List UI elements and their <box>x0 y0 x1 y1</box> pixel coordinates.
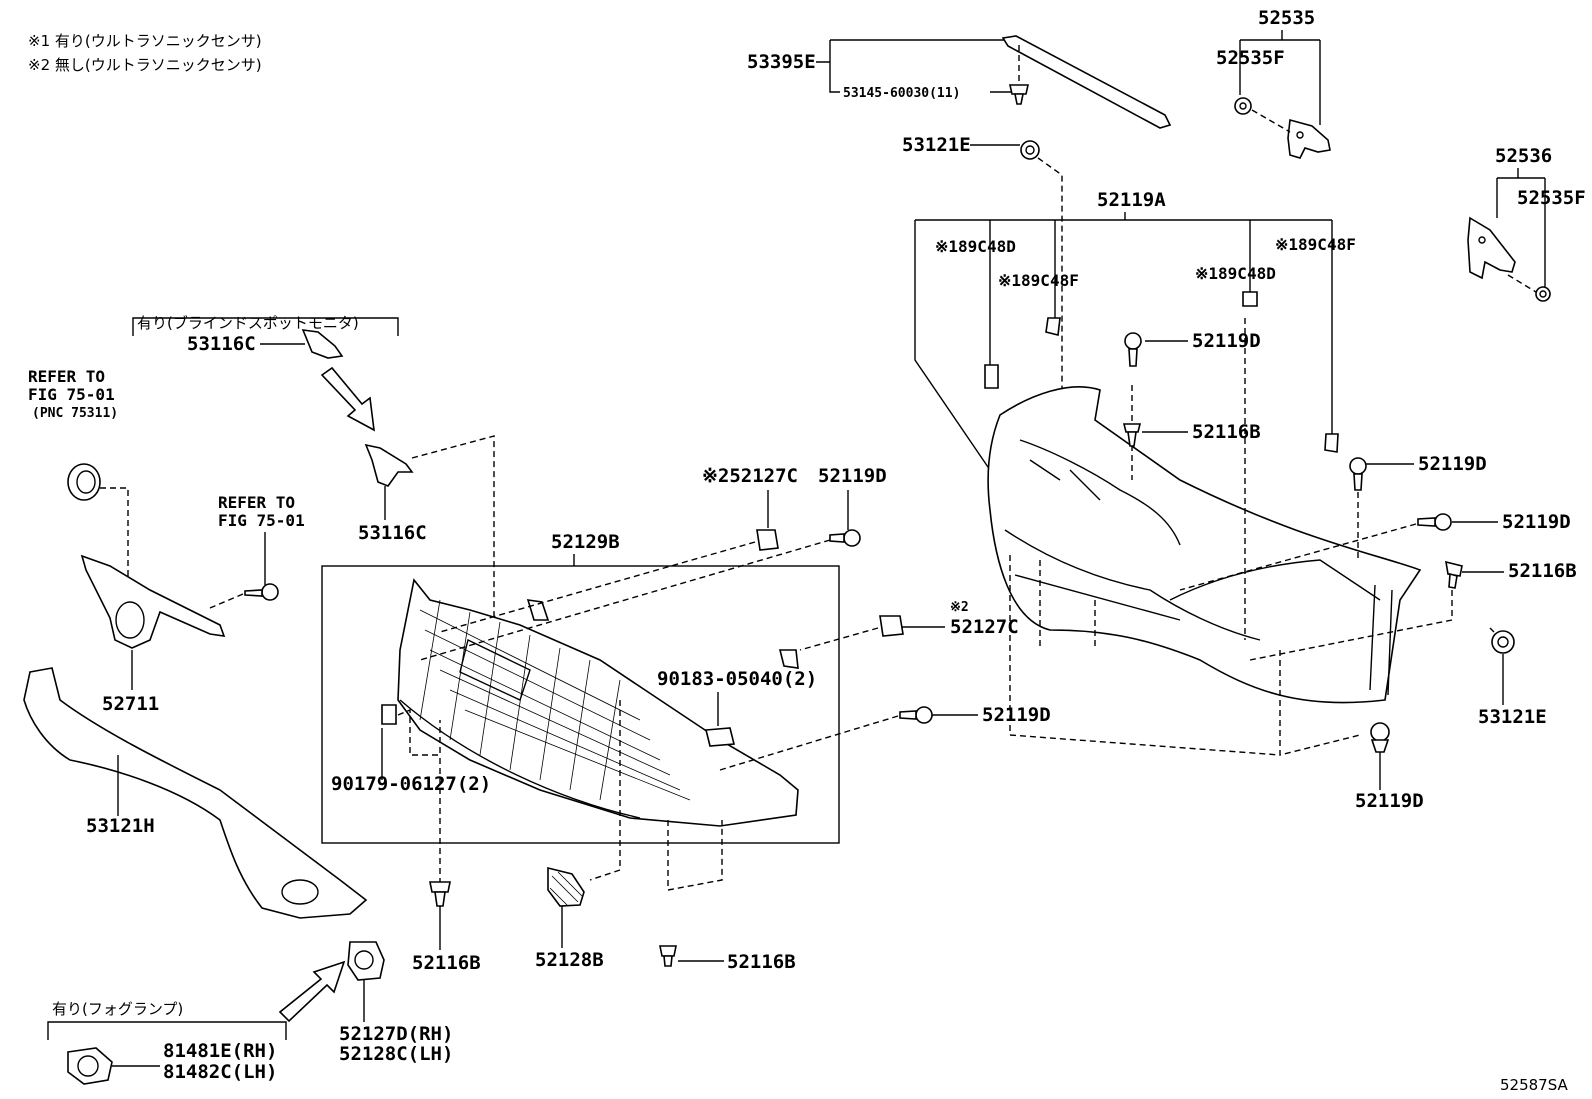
label-81481E-RH: 81481E(RH) <box>163 1040 277 1062</box>
label-52535F-top: 52535F <box>1216 47 1285 69</box>
clip-52116B-b-part <box>1445 560 1463 589</box>
note-fog-lamp: 有り(フォグランプ) <box>52 1000 183 1018</box>
clip-52116B-a-part <box>1122 423 1142 447</box>
label-52119D-a: 52119D <box>1192 330 1261 352</box>
label-52116B-a: 52116B <box>1192 421 1261 443</box>
clip-53145-part <box>1009 84 1029 105</box>
label-52127C-top: ※252127C <box>702 465 798 487</box>
sensor-retainer-89C48D-right-part <box>1242 291 1258 307</box>
note-ultrasonic-without: ※2 無し(ウルトラソニックセンサ) <box>28 56 262 74</box>
screw-52119D-top-part <box>829 529 861 547</box>
nut-52535F-top-part <box>1234 97 1252 115</box>
sensor-retainer-89C48F-left-part <box>1045 317 1061 336</box>
nut-53121E-right-part <box>1489 627 1515 654</box>
label-53395E: 53395E <box>747 51 816 73</box>
label-52119D-top: 52119D <box>818 465 887 487</box>
screw-52119D-c-part <box>1417 513 1452 531</box>
label-52128C-LH: 52128C(LH) <box>339 1043 453 1065</box>
clip-52116B-mid-part <box>659 945 677 967</box>
label-52129B: 52129B <box>551 531 620 553</box>
label-90179-06127: 90179-06127(2) <box>331 773 491 795</box>
bracket-52535-part <box>1287 118 1331 159</box>
ref1-line2: FIG 75-01 <box>28 385 115 404</box>
label-53121E-top: 53121E <box>902 134 971 156</box>
label-89C48F-1: ※189C48F <box>998 271 1079 290</box>
clip-52127C-top-part <box>756 529 779 551</box>
label-52119D-d: 52119D <box>1355 790 1424 812</box>
sensor-ring-part <box>67 463 101 501</box>
screw-52119D-d-part <box>1370 722 1390 753</box>
label-53121E-right: 53121E <box>1478 706 1547 728</box>
fog-cover-52127D-part <box>347 941 385 981</box>
bolt-ref-part <box>244 583 279 601</box>
clip-upper-grille-part <box>526 599 550 621</box>
label-52128B: 52128B <box>535 949 604 971</box>
bumper-cover-52119A-part <box>987 386 1422 704</box>
grille-insert-52128B-part <box>547 866 585 907</box>
sensor-retainer-89C48D-left-part <box>984 364 999 389</box>
label-52711: 52711 <box>102 693 159 715</box>
fog-bezel-81481E-part <box>67 1047 113 1085</box>
nut-53121E-top-part <box>1020 140 1040 160</box>
label-81482C-LH: 81482C(LH) <box>163 1061 277 1083</box>
bsm-bracket-53116C-top-part <box>301 329 344 359</box>
lower-grille-52129B-part <box>397 578 799 827</box>
label-52116B-left: 52116B <box>412 952 481 974</box>
bsm-bracket-53116C-low-part <box>364 443 414 487</box>
bracket-52536-part <box>1467 216 1516 280</box>
screw-52119D-b-part <box>1349 457 1367 491</box>
clip-52127C-mid-part <box>879 615 904 637</box>
label-52119D-c: 52119D <box>1502 511 1571 533</box>
label-52536: 52536 <box>1495 145 1552 167</box>
sensor-retainer-89C48F-right-part <box>1324 433 1339 453</box>
bracket-right-grille-part <box>778 649 799 669</box>
ref1-line1: REFER TO <box>28 367 105 386</box>
note-ultrasonic-with: ※1 有り(ウルトラソニックセンサ) <box>28 32 262 50</box>
label-52119A: 52119A <box>1097 189 1166 211</box>
label-52535F-right: 52535F <box>1517 187 1586 209</box>
label-52119D-mid: 52119D <box>982 704 1051 726</box>
ref2-line1: REFER TO <box>218 493 295 512</box>
label-53145-60030: 53145-60030(11) <box>843 86 960 101</box>
figure-id: 52587SA <box>1500 1076 1569 1094</box>
side-moulding-53121H-part <box>23 667 368 919</box>
label-53116C-top: 53116C <box>187 333 256 355</box>
ref1-line3: (PNC 75311) <box>32 406 118 421</box>
label-53121H: 53121H <box>86 815 155 837</box>
screw-52119D-a-part <box>1124 332 1142 367</box>
ref2-line2: FIG 75-01 <box>218 511 305 530</box>
assembly-arrow-fog <box>278 960 346 1023</box>
label-52119D-b: 52119D <box>1418 453 1487 475</box>
bracket-left-grille-part <box>381 704 397 725</box>
clip-52116B-left-part <box>429 881 451 907</box>
label-89C48F-2: ※189C48F <box>1275 235 1356 254</box>
label-89C48D-1: ※189C48D <box>935 237 1016 256</box>
label-90183-05040: 90183-05040(2) <box>657 668 817 690</box>
assembly-arrow <box>320 366 375 432</box>
grille-assembly-frame <box>321 565 840 844</box>
label-52127C-mid-mark: ※2 <box>950 600 969 615</box>
clip-90183-part <box>704 727 736 747</box>
label-52116B-mid: 52116B <box>727 951 796 973</box>
fog-bracket-52711-part <box>80 554 226 649</box>
upper-moulding-part <box>1001 35 1172 129</box>
label-52127D-RH: 52127D(RH) <box>339 1023 453 1045</box>
note-blind-spot-monitor: 有り(ブラインドスポットモニタ) <box>137 314 359 332</box>
label-53116C-low: 53116C <box>358 522 427 544</box>
label-52127C-mid: 52127C <box>950 616 1019 638</box>
nut-52535F-right-part <box>1535 286 1551 302</box>
label-52535: 52535 <box>1258 7 1315 29</box>
screw-52119D-mid-part <box>899 706 933 724</box>
label-52116B-b: 52116B <box>1508 560 1577 582</box>
label-89C48D-2: ※189C48D <box>1195 264 1276 283</box>
